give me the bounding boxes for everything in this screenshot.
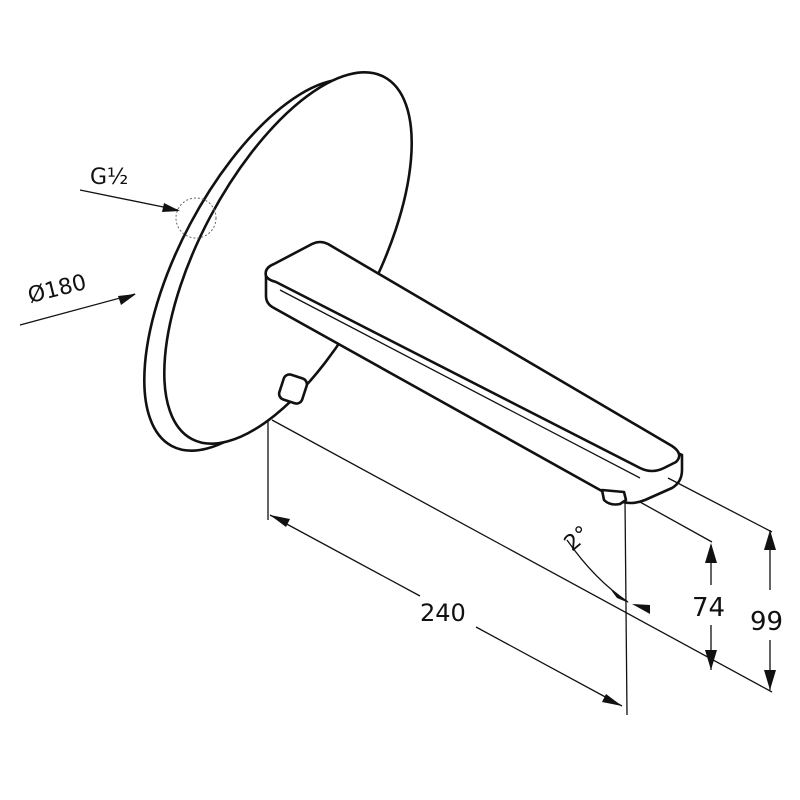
angle-label: 2° bbox=[560, 521, 595, 556]
sensor-window-icon bbox=[277, 373, 309, 405]
spout-edge-line bbox=[279, 289, 641, 479]
projection-label: 240 bbox=[420, 599, 466, 627]
thread-connection-hidden bbox=[175, 197, 217, 239]
spout bbox=[264, 240, 684, 506]
diameter-label: Ø180 bbox=[25, 270, 89, 309]
outlet-height-label: 74 bbox=[692, 593, 725, 623]
angle-arc bbox=[566, 539, 629, 603]
total-height-label: 99 bbox=[750, 607, 783, 637]
dimension-lines bbox=[19, 189, 776, 716]
spout-top-face bbox=[264, 240, 681, 473]
thread-size-label: G½ bbox=[90, 165, 128, 190]
spout-aerator bbox=[600, 488, 628, 506]
